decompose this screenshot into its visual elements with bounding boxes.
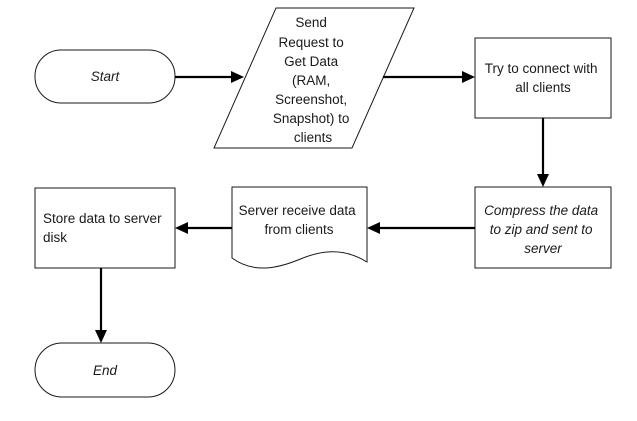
compress-node: Compress the data to zip and sent to ser…: [474, 186, 612, 269]
edge-send-request-to-connect: [383, 71, 475, 83]
store-node: Store data to server disk: [34, 187, 176, 269]
receive-document-shape: [231, 186, 368, 269]
edge-store-to-end-arrowhead: [95, 330, 107, 343]
edge-compress-to-receive: [367, 222, 475, 234]
receive-node: Server receive data from clients: [231, 186, 368, 269]
send-request-parallelogram-shape: [213, 7, 415, 149]
receive-label: Server receive data from clients: [239, 203, 360, 237]
edge-receive-to-store-arrowhead: [175, 222, 188, 234]
store-label: Store data to server disk: [43, 211, 165, 245]
send-request-node: Send Request to Get Data (RAM, Screensho…: [213, 7, 415, 149]
connect-node: Try to connect with all clients: [474, 37, 612, 119]
edge-start-to-send-request-arrowhead: [231, 71, 244, 83]
compress-label: Compress the data to zip and sent to ser…: [484, 203, 602, 256]
start-node: Start: [34, 49, 176, 104]
edge-connect-to-compress-arrowhead: [537, 174, 549, 187]
edge-start-to-send-request: [175, 71, 244, 83]
store-process-shape: [34, 187, 176, 269]
connect-process-shape: [474, 37, 612, 119]
edge-send-request-to-connect-arrowhead: [462, 71, 475, 83]
connect-label: Try to connect with all clients: [485, 61, 602, 95]
end-label: End: [93, 363, 118, 378]
start-label: Start: [91, 69, 121, 84]
edge-compress-to-receive-arrowhead: [367, 222, 380, 234]
edge-receive-to-store: [175, 222, 232, 234]
send-request-label: Send Request to Get Data (RAM, Screensho…: [273, 15, 353, 145]
edge-store-to-end: [95, 268, 107, 343]
edge-connect-to-compress: [537, 118, 549, 187]
end-node: End: [34, 342, 176, 398]
end-terminator-shape: [34, 342, 176, 398]
